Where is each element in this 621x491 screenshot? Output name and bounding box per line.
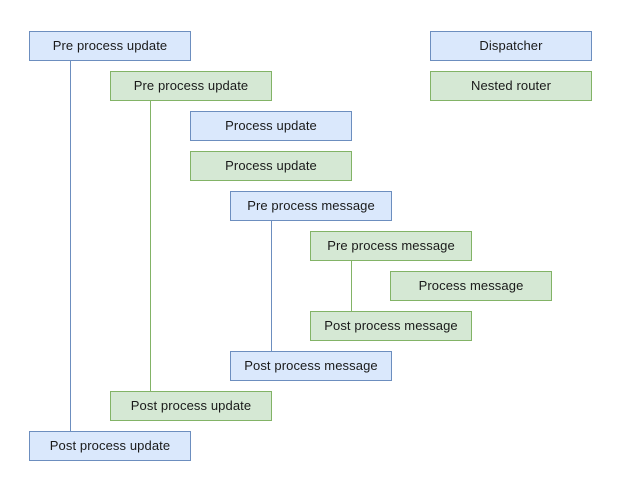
node-n6[interactable]: Pre process message — [310, 231, 472, 261]
node-n10[interactable]: Post process update — [110, 391, 272, 421]
connector-n6-to-n8 — [351, 261, 352, 311]
node-n1[interactable]: Pre process update — [29, 31, 191, 61]
legend-item-dispatcher[interactable]: Dispatcher — [430, 31, 592, 61]
node-n3[interactable]: Process update — [190, 111, 352, 141]
node-n2[interactable]: Pre process update — [110, 71, 272, 101]
connector-n1-to-n11 — [70, 61, 71, 431]
legend-item-nested-router[interactable]: Nested router — [430, 71, 592, 101]
node-n11[interactable]: Post process update — [29, 431, 191, 461]
node-n7[interactable]: Process message — [390, 271, 552, 301]
connector-n5-to-n9 — [271, 221, 272, 351]
connector-n2-to-n10 — [150, 101, 151, 391]
node-n9[interactable]: Post process message — [230, 351, 392, 381]
node-n8[interactable]: Post process message — [310, 311, 472, 341]
node-n4[interactable]: Process update — [190, 151, 352, 181]
node-n5[interactable]: Pre process message — [230, 191, 392, 221]
